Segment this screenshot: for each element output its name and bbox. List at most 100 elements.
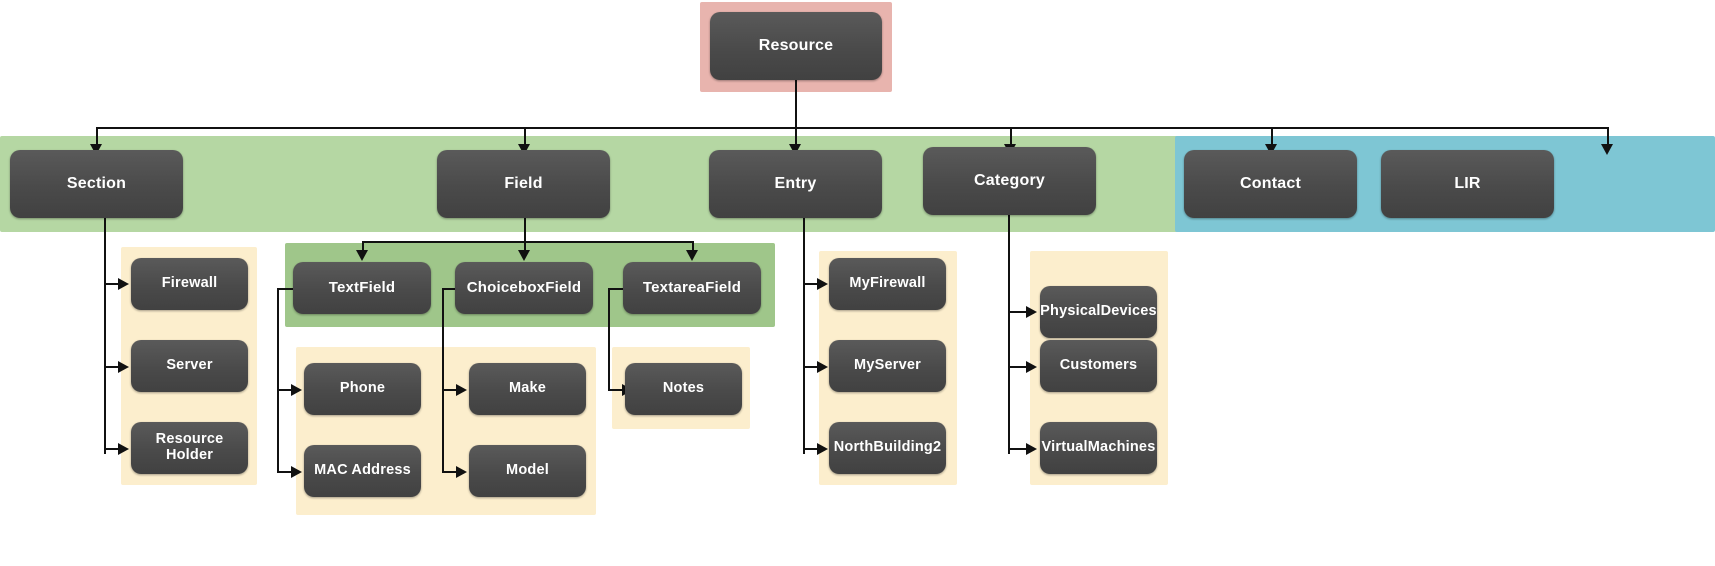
node-choiceboxfield[interactable]: ChoiceboxField bbox=[455, 262, 593, 314]
connector-root-bus bbox=[96, 127, 1608, 129]
node-label: Model bbox=[506, 462, 549, 479]
node-contact[interactable]: Contact bbox=[1184, 150, 1357, 218]
node-label: MyServer bbox=[854, 357, 921, 374]
node-label: NorthBuilding2 bbox=[833, 439, 942, 456]
connector-field-stem bbox=[524, 218, 526, 242]
connector-drop-field bbox=[524, 127, 526, 147]
node-section[interactable]: Section bbox=[10, 150, 183, 218]
connector-textarea-tap bbox=[608, 288, 624, 290]
node-firewall[interactable]: Firewall bbox=[131, 258, 248, 310]
arrowhead-textareafield bbox=[686, 250, 698, 261]
arrowhead-resource-holder bbox=[118, 443, 129, 455]
connector-root-stem bbox=[795, 80, 797, 128]
connector-category-spine bbox=[1008, 215, 1010, 454]
connector-entry-myserver bbox=[803, 366, 821, 368]
node-label: VirtualMachines bbox=[1041, 439, 1156, 456]
arrowhead-server bbox=[118, 361, 129, 373]
node-customers[interactable]: Customers bbox=[1040, 340, 1157, 392]
node-lir[interactable]: LIR bbox=[1381, 150, 1554, 218]
node-textareafield[interactable]: TextareaField bbox=[623, 262, 761, 314]
arrowhead-make bbox=[456, 384, 467, 396]
node-label: Make bbox=[508, 380, 547, 397]
node-server[interactable]: Server bbox=[131, 340, 248, 392]
node-phone[interactable]: Phone bbox=[304, 363, 421, 415]
node-label: Phone bbox=[339, 380, 386, 397]
connector-drop-contact bbox=[1271, 127, 1273, 147]
connector-choicebox-tap bbox=[442, 288, 458, 290]
connector-drop-section bbox=[96, 127, 98, 147]
node-label: MAC Address bbox=[314, 462, 411, 479]
connector-drop-category bbox=[1010, 127, 1012, 147]
connector-entry-myfirewall bbox=[803, 283, 821, 285]
arrowhead-model bbox=[456, 466, 467, 478]
node-field[interactable]: Field bbox=[437, 150, 610, 218]
node-virtualmachines[interactable]: VirtualMachines bbox=[1040, 422, 1157, 474]
node-label: PhysicalDevices bbox=[1040, 303, 1157, 320]
connector-textfield-spine bbox=[277, 288, 279, 472]
node-myserver[interactable]: MyServer bbox=[829, 340, 946, 392]
arrowhead-virtualmachines bbox=[1026, 443, 1037, 455]
arrowhead-myfirewall bbox=[817, 278, 828, 290]
arrowhead-contact bbox=[1265, 144, 1277, 155]
arrowhead-mac-address bbox=[291, 466, 302, 478]
node-label: Entry bbox=[774, 175, 817, 193]
node-resource-holder[interactable]: Resource Holder bbox=[131, 422, 248, 474]
node-mac-address[interactable]: MAC Address bbox=[304, 445, 421, 497]
node-myfirewall[interactable]: MyFirewall bbox=[829, 258, 946, 310]
connector-section-resource-holder bbox=[104, 448, 122, 450]
connector-textarea-notes bbox=[608, 389, 626, 391]
connector-drop-textareafield bbox=[692, 241, 694, 253]
node-label: LIR bbox=[1454, 175, 1481, 193]
connector-section-firewall bbox=[104, 283, 122, 285]
node-textfield[interactable]: TextField bbox=[293, 262, 431, 314]
node-label: TextareaField bbox=[642, 278, 742, 296]
connector-entry-spine bbox=[803, 218, 805, 454]
arrowhead-choiceboxfield bbox=[518, 250, 530, 261]
node-northbuilding2[interactable]: NorthBuilding2 bbox=[829, 422, 946, 474]
node-label: Section bbox=[66, 175, 127, 193]
node-model[interactable]: Model bbox=[469, 445, 586, 497]
node-label: TextField bbox=[328, 278, 396, 296]
connector-field-bus bbox=[362, 241, 693, 243]
node-label: Contact bbox=[1240, 175, 1301, 193]
arrowhead-field bbox=[518, 144, 530, 155]
arrowhead-physicaldevices bbox=[1026, 306, 1037, 318]
connector-drop-choiceboxfield bbox=[524, 241, 526, 253]
connector-section-spine bbox=[104, 218, 106, 454]
arrowhead-phone bbox=[291, 384, 302, 396]
node-label: Server bbox=[166, 357, 213, 374]
connector-drop-lir bbox=[1607, 127, 1609, 147]
connector-choicebox-make bbox=[442, 389, 460, 391]
node-label: Resource bbox=[758, 37, 834, 55]
node-physicaldevices[interactable]: PhysicalDevices bbox=[1040, 286, 1157, 338]
node-label: Customers bbox=[1059, 357, 1138, 374]
node-label: Resource Holder bbox=[155, 431, 224, 463]
arrowhead-firewall bbox=[118, 278, 129, 290]
arrowhead-lir bbox=[1601, 144, 1613, 155]
arrowhead-customers bbox=[1026, 361, 1037, 373]
node-label: ChoiceboxField bbox=[466, 278, 582, 296]
connector-textfield-mac bbox=[277, 471, 295, 473]
node-category[interactable]: Category bbox=[923, 147, 1096, 215]
connector-textfield-phone bbox=[277, 389, 295, 391]
arrowhead-section bbox=[90, 144, 102, 155]
connector-category-virtualmachines bbox=[1008, 448, 1030, 450]
node-resource[interactable]: Resource bbox=[710, 12, 882, 80]
connector-choicebox-model bbox=[442, 471, 460, 473]
node-make[interactable]: Make bbox=[469, 363, 586, 415]
node-notes[interactable]: Notes bbox=[625, 363, 742, 415]
connector-choicebox-spine bbox=[442, 288, 444, 472]
connector-drop-textfield bbox=[362, 241, 364, 253]
node-label: Firewall bbox=[161, 275, 218, 292]
arrowhead-myserver bbox=[817, 361, 828, 373]
connector-section-server bbox=[104, 366, 122, 368]
node-entry[interactable]: Entry bbox=[709, 150, 882, 218]
node-label: MyFirewall bbox=[849, 275, 926, 292]
connector-category-physicaldevices bbox=[1008, 311, 1030, 313]
arrowhead-northbuilding2 bbox=[817, 443, 828, 455]
connector-drop-entry bbox=[795, 127, 797, 147]
connector-textarea-spine bbox=[608, 288, 610, 389]
connector-textfield-tap bbox=[277, 288, 295, 290]
arrowhead-entry bbox=[789, 144, 801, 155]
